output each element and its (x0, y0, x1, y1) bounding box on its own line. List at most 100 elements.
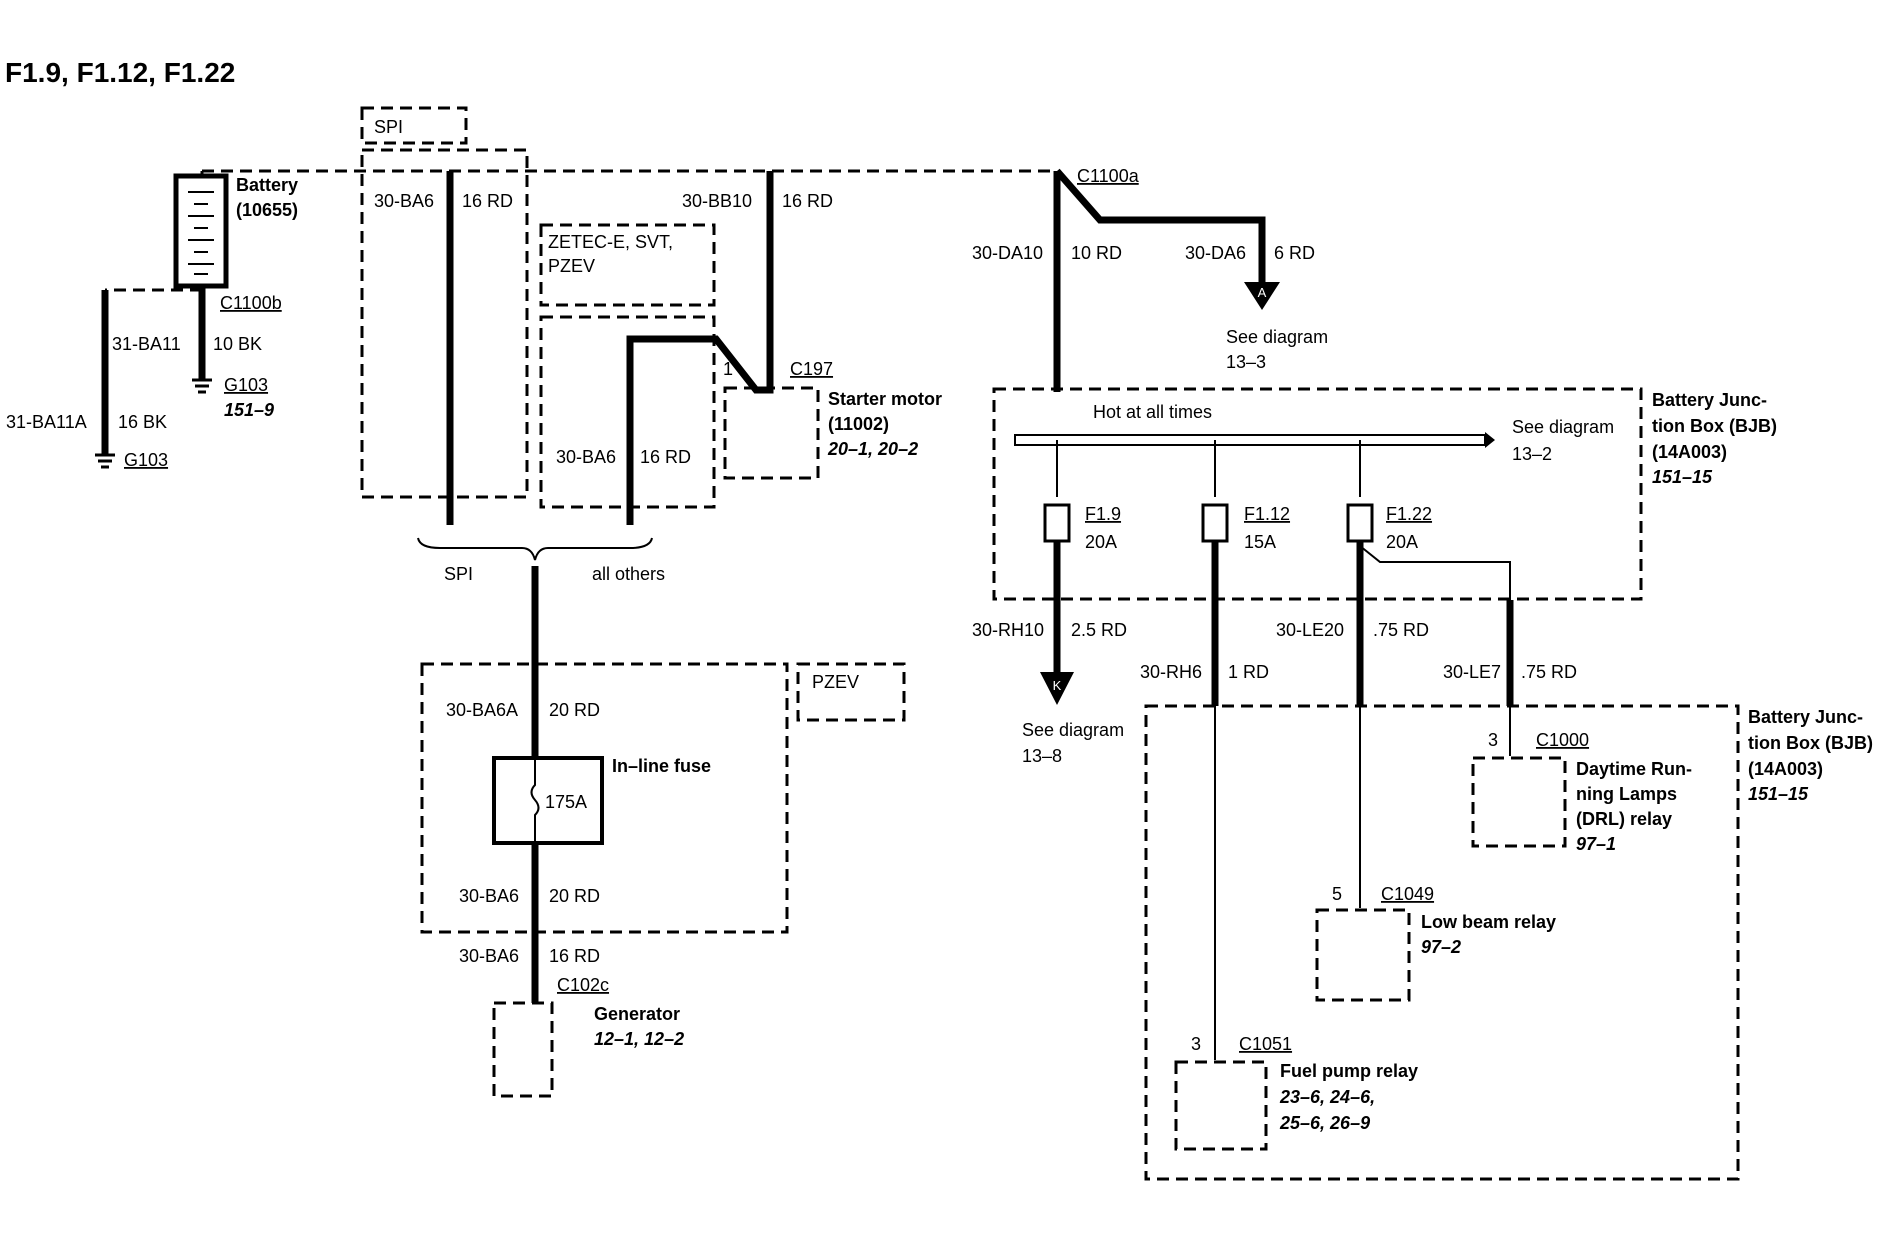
w11-gauge: 2.5 RD (1071, 620, 1127, 640)
f122-rating: 20A (1386, 532, 1418, 552)
w9-gauge: 10 RD (1071, 243, 1122, 263)
bjb1-ref: 151–15 (1652, 467, 1713, 487)
wire-30-bb10-starter (626, 171, 774, 525)
drl-relay-box (1471, 756, 1567, 848)
spi-label: SPI (374, 117, 403, 137)
f112-rating: 15A (1244, 532, 1276, 552)
w10-gauge: 6 RD (1274, 243, 1315, 263)
w14-circuit: 30-LE7 (1443, 662, 1501, 682)
w2-circuit: 30-BB10 (682, 191, 752, 211)
zetec-line2: PZEV (548, 256, 595, 276)
c197-label: C197 (790, 359, 833, 379)
c1100b-label: C1100b (220, 293, 282, 313)
arrow-a-icon (1244, 282, 1280, 310)
g103a-label: G103 (224, 375, 268, 395)
bjb2-line1: Battery Junc- (1748, 707, 1863, 727)
see-diagram-a: See diagram (1226, 327, 1328, 347)
fuelpump-name: Fuel pump relay (1280, 1061, 1418, 1081)
see-diagram-bus-ref: 13–2 (1512, 444, 1552, 464)
c102c-label: C102c (557, 975, 609, 995)
w4-gauge: 16 BK (118, 412, 167, 432)
ground-g103a-icon (192, 378, 212, 394)
g103a-ref: 151–9 (224, 400, 274, 420)
bjb1-line2: tion Box (BJB) (1652, 416, 1777, 436)
f19-rating: 20A (1085, 532, 1117, 552)
w11-circuit: 30-RH10 (972, 620, 1044, 640)
spi-label-box (360, 106, 468, 145)
low-beam-relay-box (1315, 908, 1411, 1002)
lowbeam-name: Low beam relay (1421, 912, 1556, 932)
f122-name: F1.22 (1386, 504, 1432, 524)
w6-gauge: 20 RD (549, 700, 600, 720)
starter-name: Starter motor (828, 389, 942, 409)
zetec-line1: ZETEC-E, SVT, (548, 232, 673, 252)
drl-line1: Daytime Run- (1576, 759, 1692, 779)
fuse-icon (530, 758, 540, 843)
c197-pin: 1 (723, 359, 733, 379)
starter-ref: 20–1, 20–2 (827, 439, 918, 459)
fuse-f122-icon (1346, 503, 1374, 543)
fuel-pump-relay-box (1174, 1060, 1268, 1151)
w1-circuit: 30-BA6 (374, 191, 434, 211)
battery-num: (10655) (236, 200, 298, 220)
inline-fuse-box (492, 756, 604, 845)
c1049-label: C1049 (1381, 884, 1434, 904)
see-diagram-a-ref: 13–3 (1226, 352, 1266, 372)
w7-gauge: 20 RD (549, 886, 600, 906)
bjb-upper-box (992, 387, 1643, 601)
c1000-label: C1000 (1536, 730, 1589, 750)
f19-name: F1.9 (1085, 504, 1121, 524)
pzev-label: PZEV (812, 672, 859, 692)
bjb2-line3: (14A003) (1748, 759, 1823, 779)
see-diagram-k-ref: 13–8 (1022, 746, 1062, 766)
w5-circuit: 30-BA6 (556, 447, 616, 467)
all-others-label: all others (592, 564, 665, 584)
fuse-f19-icon (1043, 503, 1071, 543)
drl-line3: (DRL) relay (1576, 809, 1672, 829)
w13-gauge: .75 RD (1373, 620, 1429, 640)
c1049-pin: 5 (1332, 884, 1342, 904)
w5-gauge: 16 RD (640, 447, 691, 467)
c1000-pin: 3 (1488, 730, 1498, 750)
w3-circuit: 31-BA11 (112, 334, 181, 354)
spi-all-others-brace (417, 537, 653, 561)
arrow-a-letter: A (1258, 285, 1267, 300)
w7-circuit: 30-BA6 (459, 886, 519, 906)
battery-name: Battery (236, 175, 298, 195)
pzev-option-box (420, 662, 789, 934)
w13-circuit: 30-LE20 (1276, 620, 1344, 640)
starter-motor-box (723, 386, 820, 480)
f112-name: F1.12 (1244, 504, 1290, 524)
w3-gauge: 10 BK (213, 334, 262, 354)
generator-ref: 12–1, 12–2 (594, 1029, 684, 1049)
see-diagram-k: See diagram (1022, 720, 1124, 740)
hot-at-all-times: Hot at all times (1093, 402, 1212, 422)
starter-num: (11002) (828, 414, 889, 434)
spi-option-box (360, 148, 529, 499)
diagram-title: F1.9, F1.12, F1.22 (5, 57, 235, 88)
inline-fuse-label: In–line fuse (612, 756, 711, 776)
w4-circuit: 31-BA11A (6, 412, 87, 432)
pzev-label-box (796, 662, 906, 722)
generator-name: Generator (594, 1004, 680, 1024)
w14-gauge: .75 RD (1521, 662, 1577, 682)
bjb1-line3: (14A003) (1652, 442, 1727, 462)
inline-fuse-rating: 175A (545, 792, 587, 812)
drl-ref: 97–1 (1576, 834, 1616, 854)
w6-circuit: 30-BA6A (446, 700, 518, 720)
w9-circuit: 30-DA10 (972, 243, 1043, 263)
bjb2-ref: 151–15 (1748, 784, 1809, 804)
fuelpump-ref2: 25–6, 26–9 (1279, 1113, 1370, 1133)
generator-box (492, 1001, 554, 1098)
bjb2-line2: tion Box (BJB) (1748, 733, 1873, 753)
w8-circuit: 30-BA6 (459, 946, 519, 966)
lowbeam-ref: 97–2 (1421, 937, 1461, 957)
f122-branch (1359, 545, 1511, 600)
c1051-pin: 3 (1191, 1034, 1201, 1054)
see-diagram-bus: See diagram (1512, 417, 1614, 437)
drl-line2: ning Lamps (1576, 784, 1677, 804)
fuelpump-ref1: 23–6, 24–6, (1279, 1087, 1375, 1107)
w2-gauge: 16 RD (782, 191, 833, 211)
w1-gauge: 16 RD (462, 191, 513, 211)
